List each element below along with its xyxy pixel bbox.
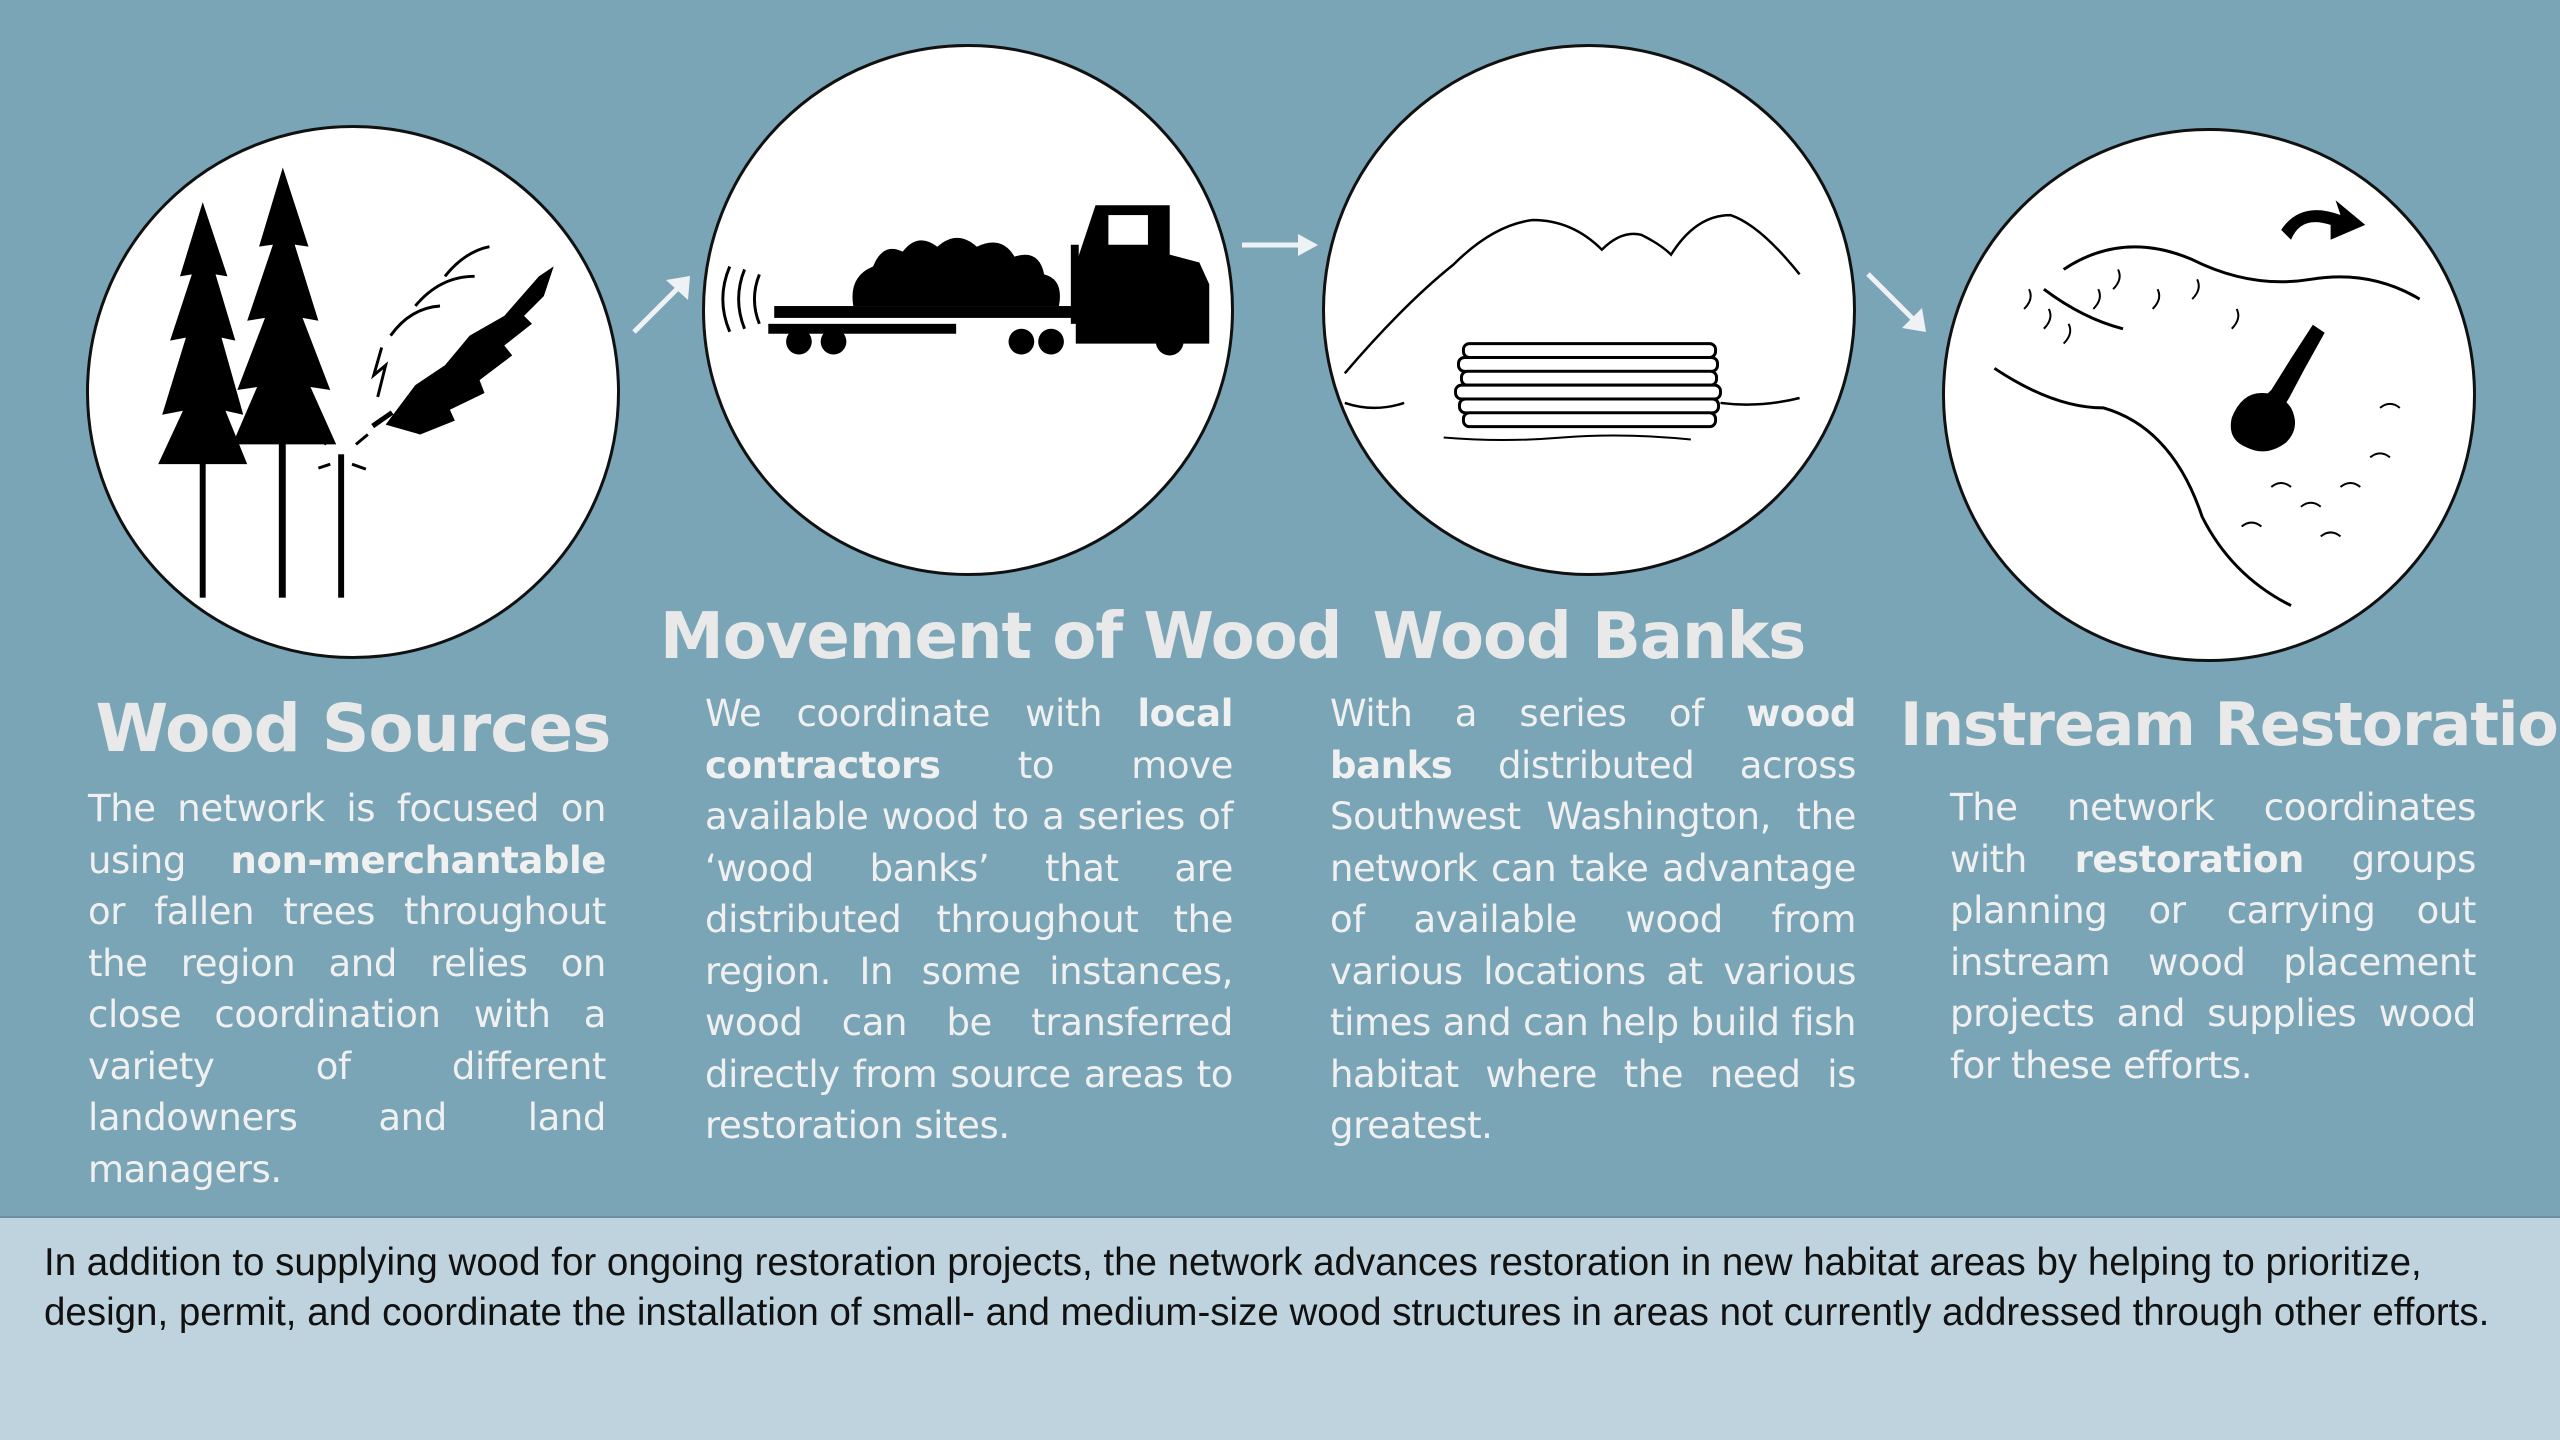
instream-restoration-illustration	[1942, 128, 2476, 662]
footer-panel: In addition to supplying wood for ongoin…	[0, 1216, 2560, 1440]
wood-banks-illustration	[1322, 44, 1856, 576]
tree-illustration-icon	[158, 167, 554, 598]
wood-sources-illustration	[86, 125, 620, 659]
instream-restoration-title: Instream Restoration	[1900, 690, 2560, 760]
log-truck-illustration-icon	[721, 205, 1210, 356]
wood-sources-title: Wood Sources	[95, 690, 612, 767]
arrow-right-icon	[1240, 228, 1320, 262]
wood-banks-description: With a series of wood banks distributed …	[1330, 692, 1856, 1147]
wood-sources-description: The network is focused on using non-merc…	[88, 787, 606, 1191]
instream-restoration-description: The network coordinates with restoration…	[1950, 786, 2477, 1087]
movement-of-wood-illustration	[702, 44, 1234, 576]
movement-of-wood-description: We coordinate with local contractors to …	[705, 692, 1233, 1147]
movement-of-wood-title: Movement of Wood	[660, 600, 1342, 674]
log-pile-illustration-icon	[1343, 213, 1801, 441]
wood-banks-title: Wood Banks	[1372, 600, 1807, 674]
stream-placement-illustration-icon	[1993, 200, 2421, 607]
arrow-down-right-icon	[1862, 268, 1932, 338]
footer-text: In addition to supplying wood for ongoin…	[44, 1241, 2490, 1334]
arrow-up-right-icon	[628, 270, 698, 340]
